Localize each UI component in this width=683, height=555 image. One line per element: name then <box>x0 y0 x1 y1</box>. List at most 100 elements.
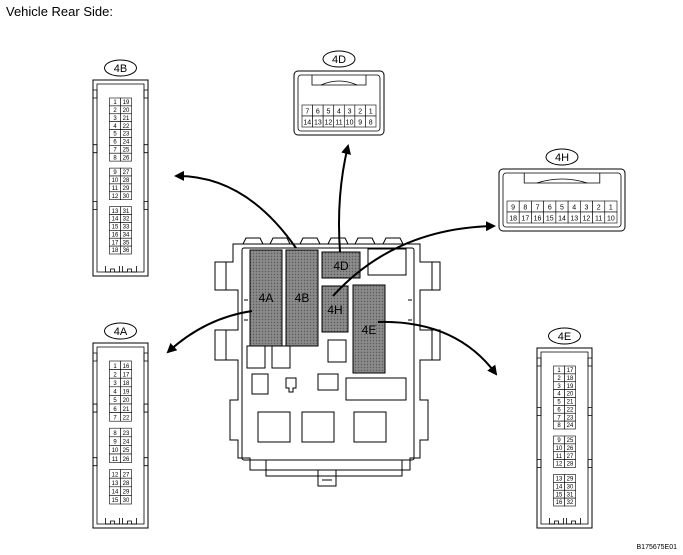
socket-label-4h: 4H <box>327 303 342 317</box>
connector-notch <box>143 144 148 154</box>
pin-number: 25 <box>123 147 130 153</box>
block-sockets <box>249 249 386 374</box>
pin-number: 30 <box>123 194 130 200</box>
pin-number: 6 <box>113 407 117 413</box>
pin-number: 32 <box>567 500 574 506</box>
pin-number: 14 <box>556 484 563 490</box>
connector-lock-tab <box>549 518 564 525</box>
pin-number: 24 <box>123 440 130 446</box>
pin-number: 8 <box>113 155 117 161</box>
connector-label: 4B <box>114 63 127 75</box>
pin-number: 26 <box>567 446 574 452</box>
pin-number: 12 <box>556 462 563 468</box>
connector-lock-tab <box>566 518 581 525</box>
connector-housing <box>293 70 385 136</box>
pin-number: 15 <box>546 216 554 223</box>
pin-number: 8 <box>523 205 527 212</box>
pin-number: 31 <box>123 209 130 215</box>
pin-number: 9 <box>511 205 515 212</box>
pin-number: 4 <box>113 124 117 130</box>
pin-number: 25 <box>567 438 574 444</box>
connector-notch <box>93 201 98 210</box>
connector-notch <box>93 352 98 362</box>
connector-notch <box>93 89 98 99</box>
pin-number: 6 <box>557 407 561 413</box>
connector-housing <box>92 79 149 277</box>
pin-number: 17 <box>123 372 130 378</box>
pin-number: 23 <box>123 132 130 138</box>
pin-number: 5 <box>113 398 117 404</box>
pin-number: 29 <box>567 477 574 483</box>
connector-label: 4H <box>555 152 569 164</box>
connector-notch <box>143 403 148 413</box>
connector-notch <box>587 459 592 468</box>
pin-number: 7 <box>557 415 561 421</box>
connector-label-bubble <box>104 59 137 77</box>
connector-notch <box>143 89 148 99</box>
connector-notch <box>93 403 98 413</box>
pin-number: 19 <box>123 100 130 106</box>
connector-lock-tab <box>105 518 120 525</box>
pin-number: 15 <box>112 225 119 231</box>
pin-number: 16 <box>112 232 119 238</box>
pin-number: 18 <box>112 248 119 254</box>
pin-number: 14 <box>558 216 566 223</box>
pin-number: 3 <box>348 109 352 116</box>
pin-number: 1 <box>369 109 373 116</box>
pin-number: 28 <box>567 462 574 468</box>
pin-number: 3 <box>557 384 561 390</box>
pin-number: 11 <box>112 186 119 192</box>
pin-number: 13 <box>112 209 119 215</box>
arrow-to-4e <box>377 320 498 376</box>
socket-4b <box>285 249 319 347</box>
pin-number: 11 <box>335 120 342 127</box>
pin-number: 30 <box>567 484 574 490</box>
pin-number: 16 <box>123 364 130 370</box>
pin-cell <box>564 497 576 507</box>
socket-label-4e: 4E <box>362 323 377 337</box>
pin-number: 21 <box>567 400 574 406</box>
pin-number: 3 <box>113 381 117 387</box>
pin-number: 9 <box>113 170 117 176</box>
pin-number: 19 <box>567 384 574 390</box>
pin-number: 21 <box>123 407 130 413</box>
pin-cell <box>564 459 576 468</box>
pin-number: 2 <box>557 376 561 382</box>
arrow-to-4a <box>166 310 253 354</box>
pin-number: 27 <box>123 472 130 478</box>
pin-number: 10 <box>112 448 119 454</box>
pin-cell <box>120 453 132 463</box>
pin-number: 11 <box>595 216 602 223</box>
pin-number: 36 <box>123 248 130 254</box>
pin-number: 14 <box>112 217 119 223</box>
connector-lock-tab <box>122 518 137 525</box>
pin-number: 20 <box>123 108 130 114</box>
pin-number: 28 <box>123 481 130 487</box>
pin-number: 17 <box>521 216 529 223</box>
pin-number: 15 <box>112 498 119 504</box>
pin-number: 9 <box>358 120 362 127</box>
pin-number: 31 <box>567 492 574 498</box>
socket-label-4d: 4D <box>333 259 349 273</box>
pin-number: 8 <box>557 423 561 429</box>
junction-block <box>214 237 441 487</box>
connector-latch-curve <box>320 80 358 86</box>
pin-number: 23 <box>567 415 574 421</box>
connector-label-bubble <box>104 322 137 340</box>
pin-number: 3 <box>113 116 117 122</box>
pin-number: 7 <box>536 205 540 212</box>
pin-number: 13 <box>570 216 578 223</box>
pin-number: 4 <box>572 205 576 212</box>
pin-number: 10 <box>346 120 354 127</box>
pin-number: 16 <box>534 216 542 223</box>
pin-number: 23 <box>123 431 130 437</box>
pin-number: 26 <box>123 155 130 161</box>
pin-cell <box>120 245 132 255</box>
pin-number: 17 <box>112 240 119 246</box>
pin-number: 18 <box>509 216 517 223</box>
connector-notch <box>537 459 542 468</box>
connector-latch <box>311 75 367 86</box>
